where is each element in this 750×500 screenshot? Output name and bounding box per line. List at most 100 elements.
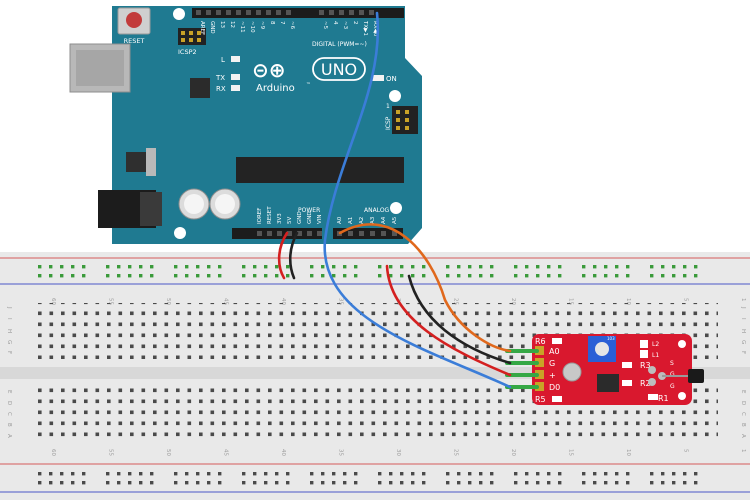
rail-hole	[411, 472, 415, 476]
rail-hole	[128, 265, 132, 269]
analog-pin-hole	[392, 231, 397, 236]
rail-hole	[593, 481, 597, 485]
rail-hole	[378, 481, 382, 485]
mounting-hole	[174, 227, 186, 239]
icsp-label: ICSP	[385, 116, 392, 130]
digital-pin-label: 4	[332, 21, 338, 25]
rail-hole	[128, 481, 132, 485]
resistor-r1	[648, 394, 658, 400]
digital-pin-hole	[359, 10, 364, 15]
rail-hole	[218, 274, 222, 278]
resistor-r6-label: R6	[535, 337, 546, 346]
rail-hole	[286, 472, 290, 476]
digital-pin-hole	[276, 10, 281, 15]
row-letter: A	[6, 434, 12, 438]
analog-header	[333, 228, 403, 239]
rail-hole	[479, 274, 483, 278]
rail-hole	[661, 481, 665, 485]
rail-hole	[389, 481, 393, 485]
rail-hole	[672, 472, 676, 476]
digital-pin-hole	[369, 10, 374, 15]
uno-badge	[312, 57, 366, 81]
sensor-mounting-hole	[678, 340, 686, 348]
digital-pin-hole	[349, 10, 354, 15]
digital-pin-label: ~6	[289, 21, 295, 30]
sensor-pin-d0-label: D0	[549, 383, 560, 392]
rail-hole	[422, 265, 426, 269]
power-pin-hole	[267, 231, 272, 236]
rail-hole	[49, 265, 53, 269]
rail-hole	[264, 481, 268, 485]
power-header-label: POWER	[298, 207, 320, 214]
led-on	[372, 75, 384, 81]
rail-hole	[321, 265, 325, 269]
rail-hole	[694, 274, 698, 278]
rail-hole	[593, 472, 597, 476]
rail-hole	[207, 265, 211, 269]
resistor-r5-label: R5	[535, 395, 546, 404]
rail-hole	[310, 481, 314, 485]
digital-pin-label: ~9	[259, 21, 265, 30]
rail-hole	[694, 472, 698, 476]
column-number: 50	[165, 449, 171, 456]
rail-hole	[71, 472, 75, 476]
rail-hole	[626, 274, 630, 278]
potentiometer-knob[interactable]	[595, 342, 609, 356]
rail-hole	[174, 472, 178, 476]
rail-hole	[547, 472, 551, 476]
column-number: 35	[338, 298, 344, 305]
wire-red-long	[385, 264, 512, 377]
wire-black-long	[407, 274, 512, 365]
rail-hole	[400, 274, 404, 278]
resistor-r6	[552, 338, 562, 344]
rail-hole	[275, 472, 279, 476]
rail-hole	[242, 274, 246, 278]
rail-hole	[218, 481, 222, 485]
rail-hole	[185, 265, 189, 269]
rail-hole	[411, 265, 415, 269]
rail-hole	[490, 481, 494, 485]
led-on-label: ON	[386, 75, 397, 83]
rail-hole	[672, 481, 676, 485]
icsp2-label: ICSP2	[178, 48, 197, 56]
rail-hole	[650, 274, 654, 278]
probe-g-label: G	[670, 371, 675, 378]
rail-hole	[60, 472, 64, 476]
reset-button-cap[interactable]	[126, 12, 142, 28]
rail-hole	[150, 472, 154, 476]
analog-pin-label: A2	[359, 217, 365, 224]
rail-hole	[354, 472, 358, 476]
rail-hole	[400, 265, 404, 269]
power-pin-label: VIN	[317, 215, 323, 225]
digital-pin-label: RX◀0	[372, 21, 378, 37]
rail-hole	[525, 274, 529, 278]
rail-hole	[207, 274, 211, 278]
rail-hole	[321, 481, 325, 485]
analog-pin-label: A3	[370, 216, 376, 224]
sensor-header-pins	[535, 346, 544, 391]
rail-hole	[71, 274, 75, 278]
rail-hole	[242, 265, 246, 269]
digital-header	[192, 8, 404, 18]
power-header-pins	[257, 231, 322, 236]
voltage-regulator-tab	[146, 148, 156, 176]
hall-effect-sensor	[688, 369, 704, 383]
column-number: 5	[683, 298, 689, 302]
rail-hole	[185, 274, 189, 278]
rail-hole	[38, 274, 42, 278]
rail-hole	[106, 481, 110, 485]
rail-hole	[457, 265, 461, 269]
column-number: 20	[510, 449, 516, 456]
rail-hole	[82, 481, 86, 485]
wires	[277, 11, 539, 389]
column-number: 20	[510, 298, 516, 305]
rail-hole	[242, 472, 246, 476]
rail-hole	[242, 481, 246, 485]
row-letter: C	[6, 412, 12, 416]
rail-hole	[354, 274, 358, 278]
power-pin-hole	[287, 231, 292, 236]
rail-hole	[354, 265, 358, 269]
row-letter: G	[740, 340, 746, 344]
rail-hole	[389, 472, 393, 476]
digital-pin-hole	[319, 10, 324, 15]
